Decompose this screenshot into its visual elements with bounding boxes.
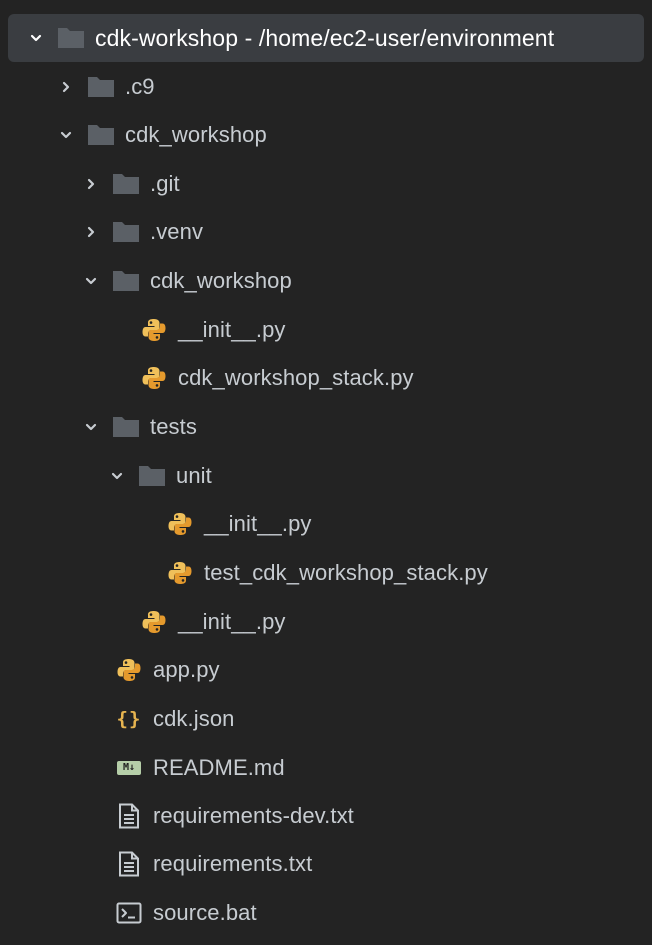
tree-item-label: cdk_workshop (125, 122, 267, 147)
tree-item-git-folder[interactable]: .git (82, 161, 180, 207)
tree-item-label: cdk_workshop_stack.py (178, 365, 414, 390)
tree-item-tests-init-py[interactable]: __init__.py (140, 599, 286, 645)
chevron-down-icon[interactable] (27, 29, 45, 47)
chevron-down-icon[interactable] (82, 418, 100, 436)
chevron-down-icon[interactable] (108, 467, 126, 485)
markdown-badge: M↓ (117, 761, 141, 775)
chevron-down-icon[interactable] (82, 272, 100, 290)
tree-item-requirements-txt[interactable]: requirements.txt (115, 841, 312, 887)
folder-icon (87, 121, 115, 149)
tree-item-cdk-workshop-package[interactable]: cdk_workshop (82, 258, 292, 304)
tree-item-label: cdk.json (153, 706, 235, 731)
tree-item-tests-folder[interactable]: tests (82, 404, 197, 450)
python-file-icon (140, 364, 168, 392)
chevron-right-icon[interactable] (82, 175, 100, 193)
chevron-right-icon[interactable] (82, 223, 100, 241)
python-file-icon (166, 510, 194, 538)
tree-item-label: .venv (150, 219, 204, 244)
chevron-down-icon[interactable] (57, 126, 75, 144)
tree-item-label: requirements.txt (153, 851, 313, 876)
tree-item-label: __init__.py (204, 511, 312, 536)
folder-icon (112, 218, 140, 246)
tree-item-source-bat[interactable]: source.bat (115, 890, 257, 936)
tree-item-test-cdk-workshop-stack-py[interactable]: test_cdk_workshop_stack.py (166, 550, 488, 596)
markdown-icon: M↓ (115, 754, 143, 782)
folder-icon (112, 267, 140, 295)
tree-item-unit-init-py[interactable]: __init__.py (166, 501, 312, 547)
folder-icon (87, 73, 115, 101)
tree-item-label: cdk_workshop (150, 268, 292, 293)
tree-item-label: __init__.py (178, 609, 286, 634)
tree-item-label: source.bat (153, 900, 257, 925)
tree-item-readme-md[interactable]: M↓ README.md (115, 745, 285, 791)
json-braces-glyph: {} (116, 707, 142, 730)
folder-icon (112, 413, 140, 441)
python-file-icon (166, 559, 194, 587)
folder-icon (57, 24, 85, 52)
json-braces-icon: {} (115, 705, 143, 733)
folder-icon (112, 170, 140, 198)
tree-item-label: tests (150, 414, 197, 439)
tree-item-cdk-workshop-stack-py[interactable]: cdk_workshop_stack.py (140, 355, 414, 401)
tree-item-label: requirements-dev.txt (153, 803, 354, 828)
tree-item-label: __init__.py (178, 317, 286, 342)
tree-item-label: app.py (153, 657, 220, 682)
tree-root-workspace[interactable]: cdk-workshop - /home/ec2-user/environmen… (8, 14, 644, 62)
tree-item-label: .c9 (125, 74, 155, 99)
tree-item-label: test_cdk_workshop_stack.py (204, 560, 488, 585)
tree-item-c9-folder[interactable]: .c9 (57, 64, 155, 110)
terminal-icon (115, 899, 143, 927)
tree-item-label: unit (176, 463, 212, 488)
tree-item-init-py[interactable]: __init__.py (140, 307, 286, 353)
tree-item-app-py[interactable]: app.py (115, 647, 220, 693)
python-file-icon (140, 608, 168, 636)
tree-item-label: .git (150, 171, 180, 196)
python-file-icon (140, 316, 168, 344)
folder-icon (138, 462, 166, 490)
tree-item-venv-folder[interactable]: .venv (82, 209, 203, 255)
text-file-icon (115, 802, 143, 830)
text-file-icon (115, 850, 143, 878)
tree-item-label: README.md (153, 755, 285, 780)
chevron-right-icon[interactable] (57, 78, 75, 96)
python-file-icon (115, 656, 143, 684)
tree-item-cdk-workshop-folder[interactable]: cdk_workshop (57, 112, 267, 158)
tree-root-label: cdk-workshop - /home/ec2-user/environmen… (95, 24, 555, 51)
tree-item-requirements-dev-txt[interactable]: requirements-dev.txt (115, 793, 354, 839)
tree-item-unit-folder[interactable]: unit (108, 453, 212, 499)
tree-item-cdk-json[interactable]: {} cdk.json (115, 696, 235, 742)
